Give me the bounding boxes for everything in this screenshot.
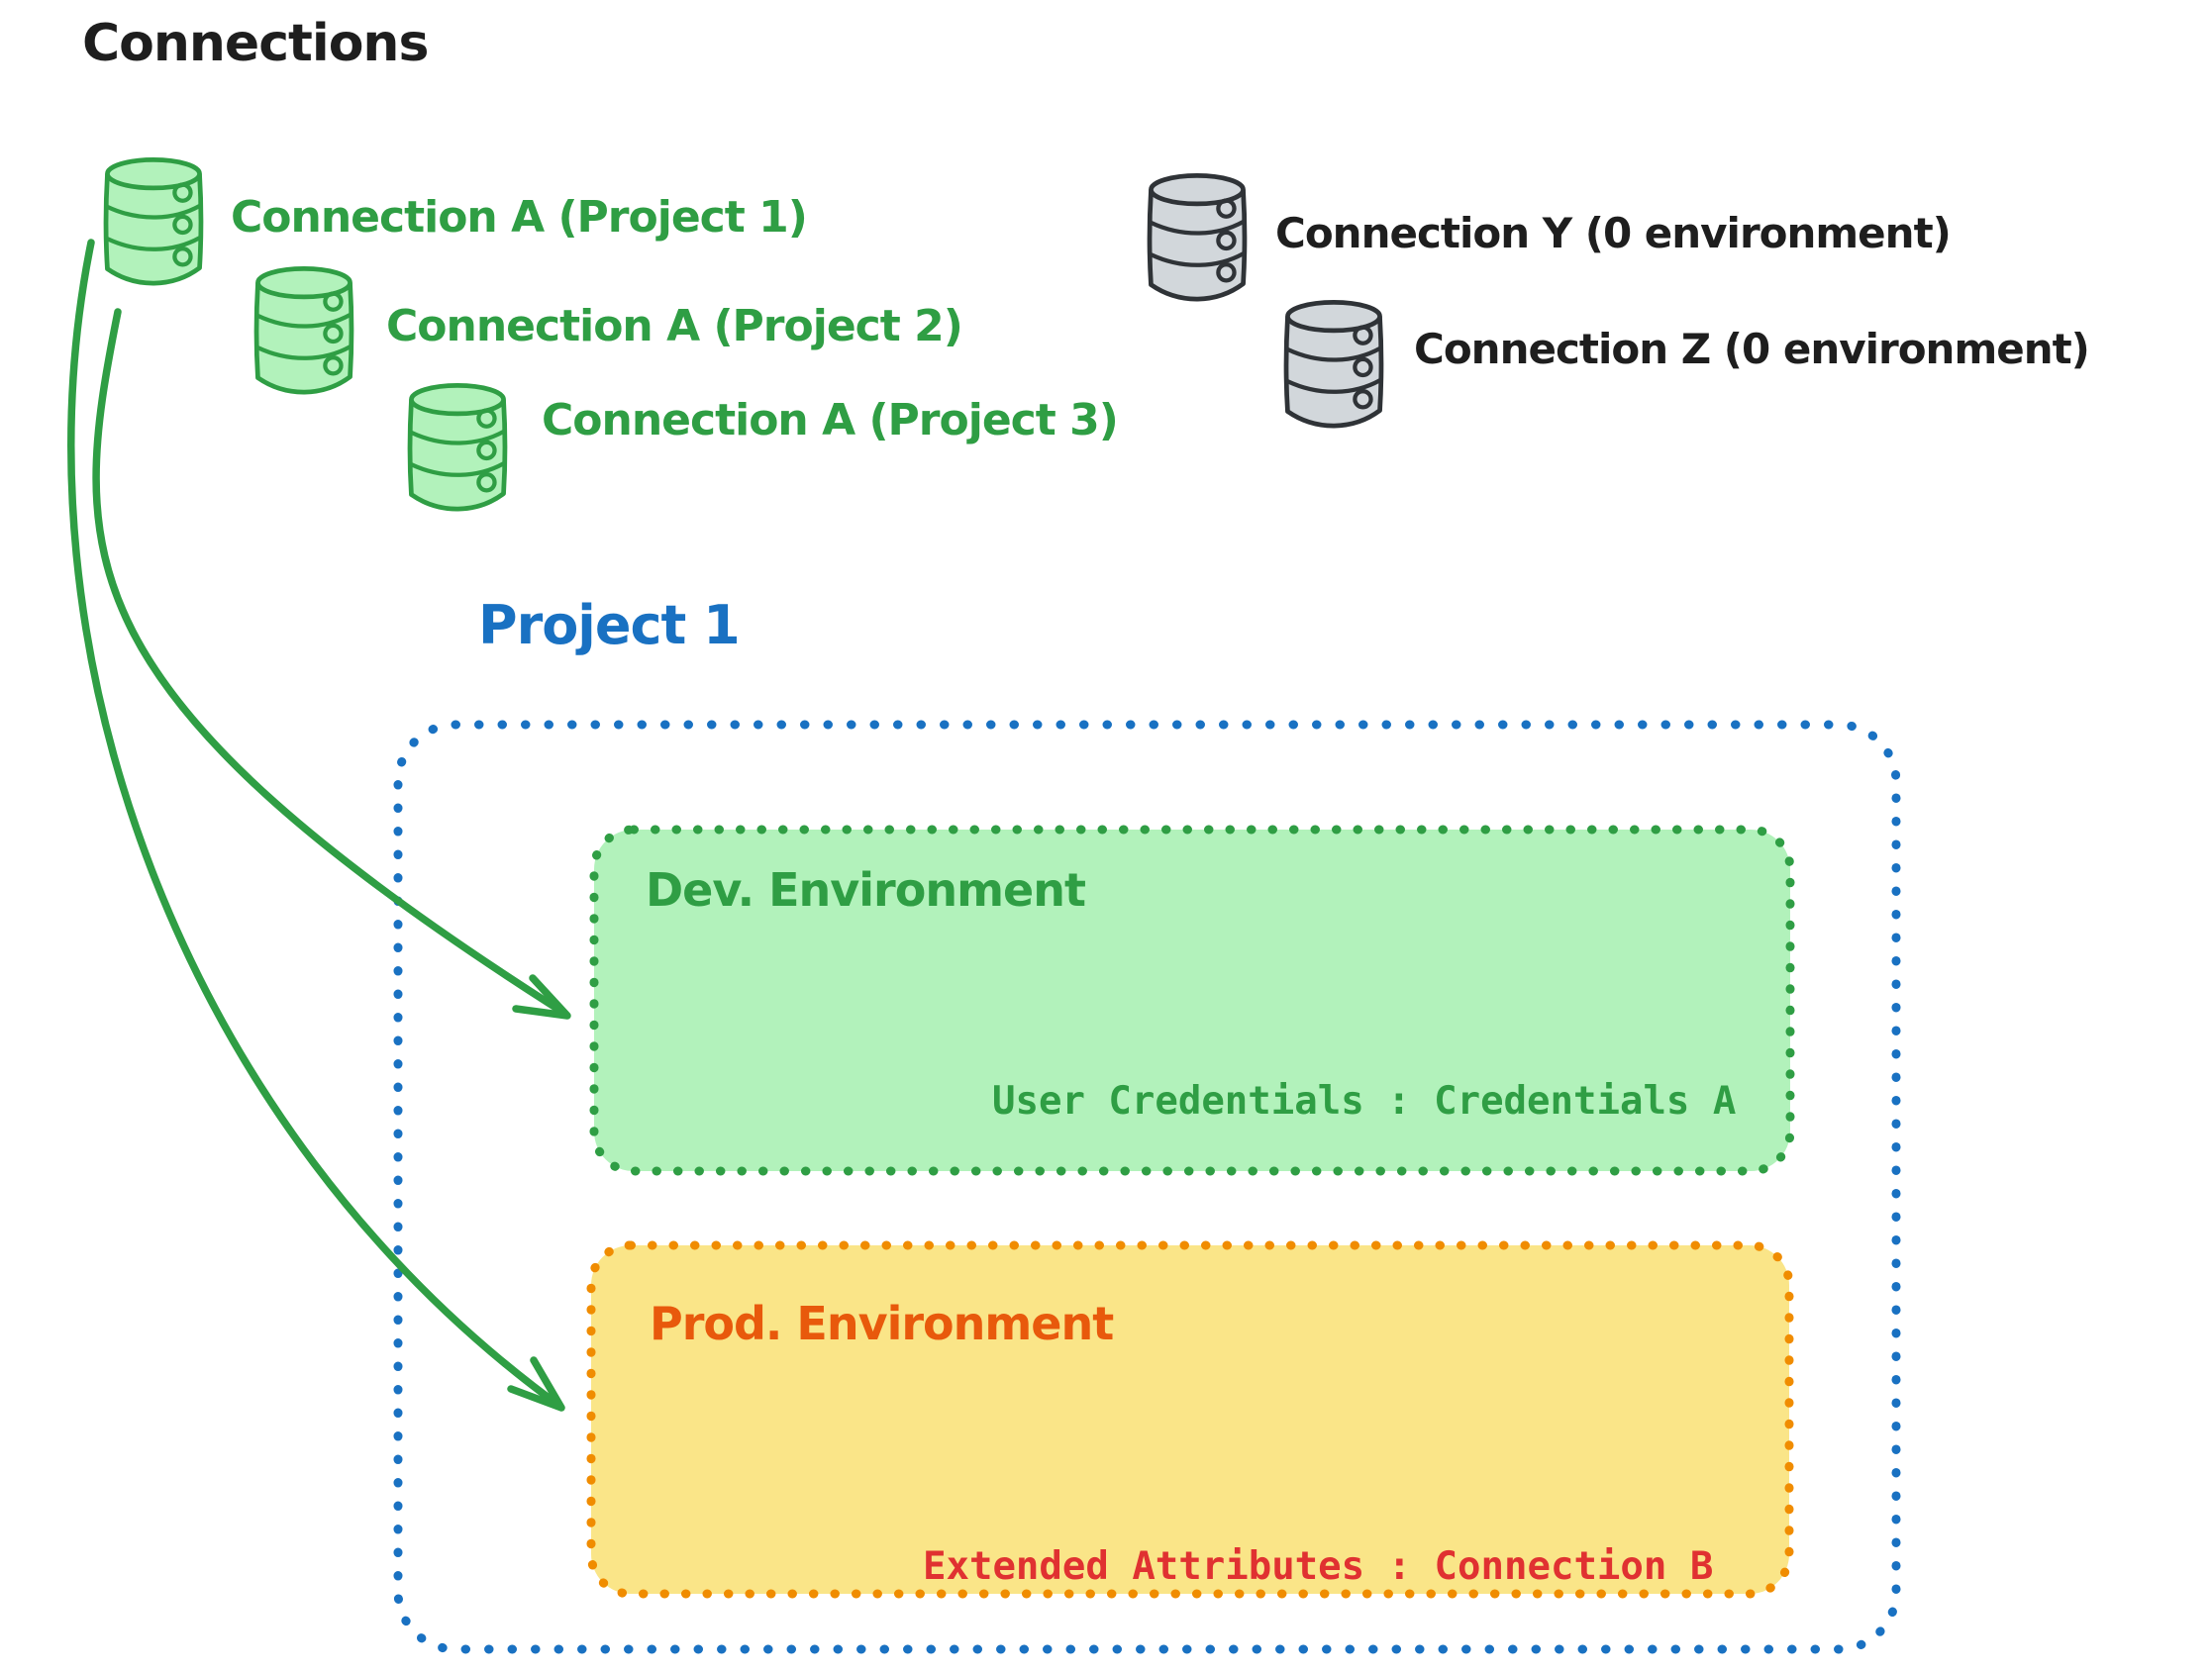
dev-environment-box [589,825,1795,1176]
database-icon-connection-z [1286,302,1381,427]
diagram-title: Connections [82,14,429,73]
project-1-title: Project 1 [478,594,741,656]
connection-a-project-3-label: Connection A (Project 3) [542,395,1119,445]
database-icon-connection-y [1150,175,1245,300]
prod-mapping-line-1: Extended Attributes : Connection B [923,1544,1714,1589]
database-icon-connection-a-project-3 [410,385,505,510]
prod-environment-box [586,1240,1794,1599]
prod-credentials-mapping: Extended Attributes : Connection B Ext.A… [923,1443,1737,1674]
prod-environment-title: Prod. Environment [650,1297,1114,1350]
connection-y-label: Connection Y (0 environment) [1275,209,1952,257]
connection-a-project-1-label: Connection A (Project 1) [231,192,808,243]
database-icon-connection-a-project-2 [256,268,352,393]
arrow-connection-a-to-dev [92,308,571,1020]
database-icon-connection-a-project-1 [106,159,201,284]
connection-z-label: Connection Z (0 environment) [1414,325,2090,373]
dev-environment-title: Dev. Environment [646,863,1086,917]
dev-credentials-mapping: User Credentials : Credentials A [992,1079,1737,1124]
connection-a-project-2-label: Connection A (Project 2) [386,301,963,351]
arrow-connection-a-to-prod [67,239,565,1412]
